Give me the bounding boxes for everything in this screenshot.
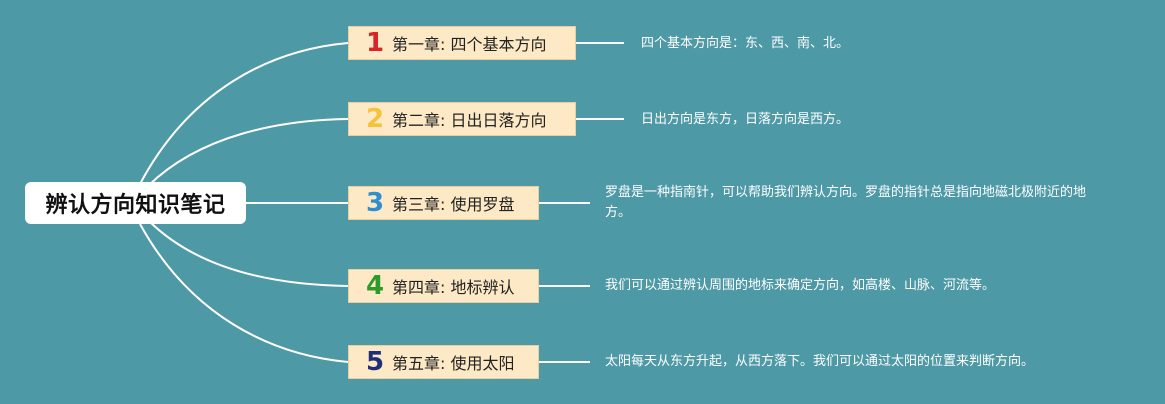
branch-line-5 [139,223,349,363]
chapter-number-3: 3 [365,188,385,218]
chapter-number-5: 5 [365,347,385,377]
chapter-title-1: 第一章: 四个基本方向 [392,35,547,54]
chapter-title-2: 第二章: 日出日落方向 [392,111,547,130]
branch-line-1 [139,42,349,185]
chapter-title-5: 第五章: 使用太阳 [392,354,515,373]
branch-line-2 [147,118,349,187]
chapter-number-1: 1 [365,28,385,58]
chapter-node-1: 1 第一章: 四个基本方向 [348,26,576,60]
chapter-node-2: 2 第二章: 日出日落方向 [348,102,576,136]
root-node: 辨认方向知识笔记 [25,182,246,224]
chapter-desc-3: 罗盘是一种指南针，可以帮助我们辨认方向。罗盘的指针总是指向地磁北极附近的地方。 [605,185,1087,220]
chapter-node-3: 3 第三章: 使用罗盘 [348,186,539,220]
chapter-desc-2: 日出方向是东方，日落方向是西方。 [641,112,850,127]
chapter-number-4: 4 [365,271,385,301]
chapter-title-4: 第四章: 地标辨认 [392,278,515,297]
branch-line-4 [147,219,349,287]
chapter-node-4: 4 第四章: 地标辨认 [348,269,539,303]
root-title: 辨认方向知识笔记 [45,193,226,218]
chapter-desc-1: 四个基本方向是：东、西、南、北。 [641,36,850,51]
chapter-title-3: 第三章: 使用罗盘 [392,195,515,214]
chapter-node-5: 5 第五章: 使用太阳 [348,345,539,379]
chapter-desc-5: 太阳每天从东方升起，从西方落下。我们可以通过太阳的位置来判断方向。 [605,354,1035,369]
chapter-desc-4: 我们可以通过辨认周围的地标来确定方向，如高楼、山脉、河流等。 [605,278,996,293]
chapter-number-2: 2 [365,104,385,134]
